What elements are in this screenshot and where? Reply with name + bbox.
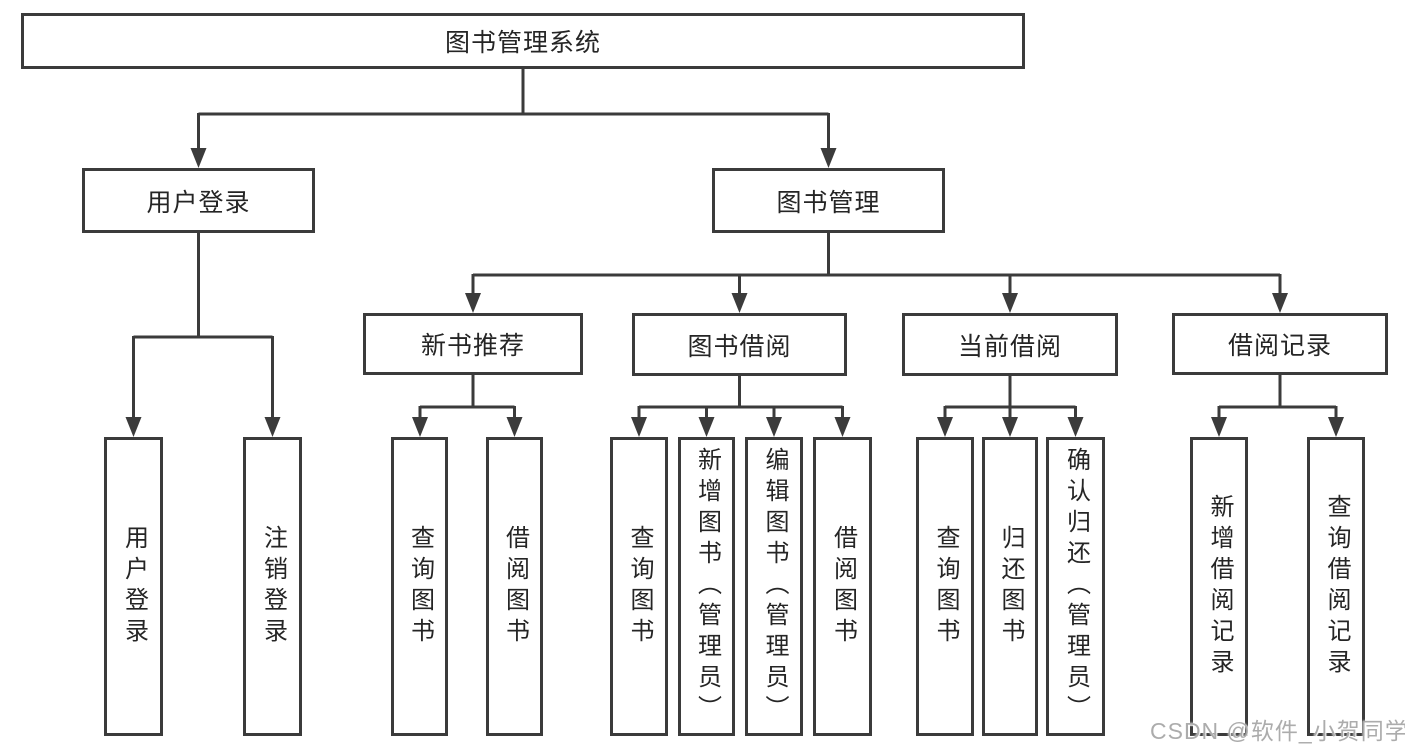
node-label: 归还图书 — [997, 524, 1024, 649]
watermark: CSDN @软件_小贺同学 — [1150, 718, 1405, 744]
node-label: 借阅图书 — [829, 524, 857, 649]
node-label: 编辑图书（管理员） — [761, 447, 788, 726]
node-label: 查询图书 — [932, 524, 959, 649]
leaf-bb-add-book-admin: 新增图书（管理员） — [678, 437, 735, 736]
node-label: 图书借阅 — [687, 332, 792, 361]
node-label: 查询图书 — [406, 524, 434, 649]
node-book-management: 图书管理 — [712, 168, 945, 233]
leaf-nb-query-book: 查询图书 — [391, 437, 448, 736]
node-label: 当前借阅 — [957, 332, 1062, 361]
leaf-user-login: 用户登录 — [104, 437, 163, 736]
node-label: 图书管理系统 — [444, 29, 601, 57]
node-book-borrowing: 图书借阅 — [632, 313, 847, 376]
leaf-nb-borrow-book: 借阅图书 — [486, 437, 543, 736]
leaf-user-logout: 注销登录 — [243, 437, 302, 736]
node-user-login: 用户登录 — [82, 168, 315, 233]
node-library-management-system: 图书管理系统 — [21, 13, 1025, 69]
node-label: 注销登录 — [259, 524, 287, 649]
node-label: 查询图书 — [626, 524, 653, 649]
leaf-cb-confirm-return-admin: 确认归还（管理员） — [1046, 437, 1105, 736]
leaf-cb-return-book: 归还图书 — [982, 437, 1038, 736]
node-label: 图书管理 — [776, 188, 881, 217]
node-new-book-recommend: 新书推荐 — [363, 313, 583, 375]
node-label: 新书推荐 — [420, 332, 525, 360]
leaf-br-add-record: 新增借阅记录 — [1190, 437, 1248, 736]
node-label: 用户登录 — [120, 524, 148, 649]
node-label: 查询借阅记录 — [1323, 493, 1350, 680]
node-label: 借阅图书 — [501, 524, 529, 649]
leaf-bb-borrow-book: 借阅图书 — [813, 437, 872, 736]
leaf-bb-query-book: 查询图书 — [610, 437, 668, 736]
node-label: 新增借阅记录 — [1206, 493, 1233, 680]
leaf-cb-query-book: 查询图书 — [916, 437, 974, 736]
leaf-bb-edit-book-admin: 编辑图书（管理员） — [745, 437, 803, 736]
node-label: 借阅记录 — [1227, 332, 1332, 360]
arrowheads — [125, 148, 1344, 437]
node-borrowing-records: 借阅记录 — [1172, 313, 1388, 375]
node-label: 用户登录 — [146, 188, 251, 217]
node-label: 确认归还（管理员） — [1062, 447, 1090, 726]
node-label: 新增图书（管理员） — [693, 447, 721, 726]
leaf-br-query-record: 查询借阅记录 — [1307, 437, 1365, 736]
node-current-borrowing: 当前借阅 — [902, 313, 1118, 376]
